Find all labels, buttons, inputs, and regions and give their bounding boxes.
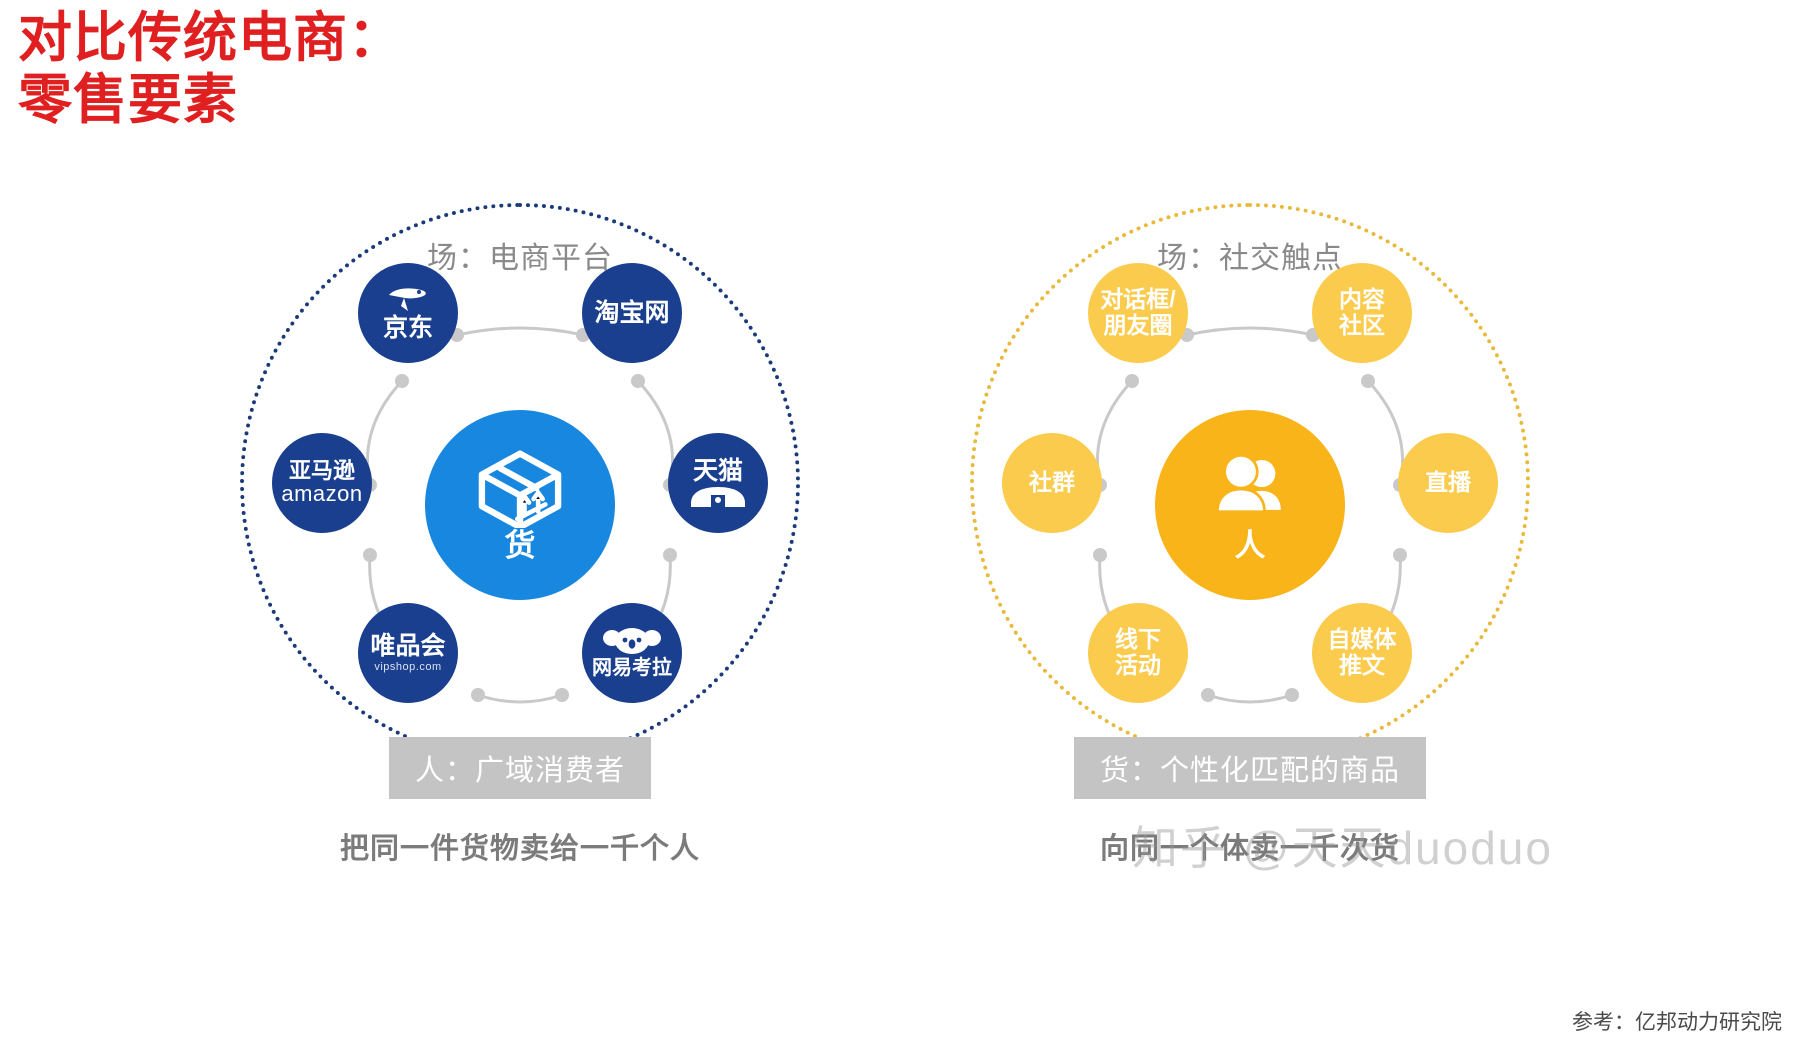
left-scene-label: 场：电商平台: [427, 242, 613, 275]
node-kaola[interactable]: 网易考拉: [582, 603, 682, 703]
node-amazon-label: 亚马逊: [288, 458, 355, 484]
right-hub-label: 人: [1234, 527, 1266, 563]
koala-icon: [603, 627, 661, 654]
node-kaola-label: 网易考拉: [592, 656, 672, 679]
node-community-group-label: 社群: [1029, 469, 1075, 496]
node-offline-event-label: 线下 活动: [1115, 626, 1161, 678]
node-vipshop-sub: vipshop.com: [374, 661, 442, 674]
left-caption: 把同一件货物卖给一千个人: [339, 833, 701, 865]
node-chat-moments[interactable]: 对话框/ 朋友圈: [1088, 263, 1188, 363]
right-scene-label: 场：社交触点: [1157, 242, 1343, 275]
node-self-media-post-label: 自媒体 推文: [1327, 626, 1397, 678]
node-content-community-label: 内容 社区: [1339, 286, 1385, 338]
node-vipshop-label: 唯品会: [370, 632, 446, 661]
node-taobao-label: 淘宝网: [594, 299, 670, 327]
node-amazon[interactable]: 亚马逊 amazon: [272, 433, 372, 533]
left-hub[interactable]: 货: [425, 410, 615, 600]
left-banner: 人：广域消费者: [388, 737, 652, 799]
jd-dog-icon: [389, 288, 426, 311]
right-banner: 货：个性化匹配的商品: [1073, 737, 1427, 799]
node-content-community[interactable]: 内容 社区: [1312, 263, 1412, 363]
node-livestream-label: 直播: [1425, 469, 1471, 496]
node-community-group[interactable]: 社群: [1002, 433, 1102, 533]
node-livestream[interactable]: 直播: [1398, 433, 1498, 533]
people-group-icon: [1215, 453, 1281, 513]
package-box-icon: [478, 449, 562, 528]
node-jingdong[interactable]: 京东: [358, 263, 458, 363]
tmall-cat-icon: [691, 487, 745, 507]
node-offline-event[interactable]: 线下 活动: [1088, 603, 1188, 703]
right-caption: 向同一个体卖一千次货: [1099, 833, 1401, 865]
right-hub[interactable]: 人: [1155, 410, 1345, 600]
node-jingdong-label: 京东: [382, 314, 433, 342]
node-vipshop[interactable]: 唯品会 vipshop.com: [358, 603, 458, 703]
left-diagram-panel: 场：电商平台: [170, 185, 870, 865]
page-title: 对比传统电商： 零售要素: [18, 8, 403, 130]
node-tmall-label: 天猫: [692, 457, 743, 485]
node-chat-moments-label: 对话框/ 朋友圈: [1100, 286, 1176, 338]
node-amazon-sub: amazon: [281, 481, 363, 506]
node-self-media-post[interactable]: 自媒体 推文: [1312, 603, 1412, 703]
right-diagram-panel: 场：社交触点 人 对话框/ 朋友圈 内容: [900, 185, 1600, 865]
footer-reference: 参考：亿邦动力研究院: [1572, 1010, 1782, 1034]
left-hub-label: 货: [504, 527, 536, 563]
node-taobao[interactable]: 淘宝网: [582, 263, 682, 363]
node-tmall[interactable]: 天猫: [668, 433, 768, 533]
watermark: 知乎 @天天duoduo: [1132, 822, 1553, 874]
